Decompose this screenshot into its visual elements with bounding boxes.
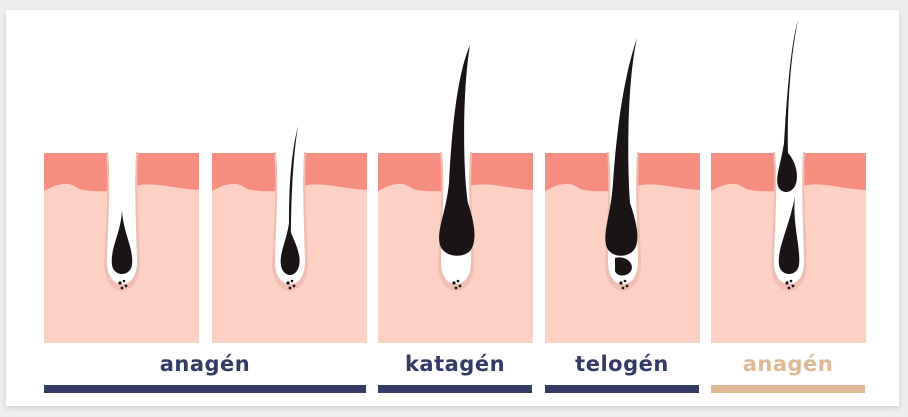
phase-label-katagen: katagén (404, 352, 506, 376)
new-hair (778, 196, 800, 274)
phase-label-anagen-next: anagén (742, 352, 834, 376)
panel-katagen (378, 45, 533, 343)
hair-bulb (111, 210, 133, 274)
phase-bar-telogen (545, 385, 699, 393)
shed-hair (777, 20, 798, 192)
phase-bar-anagen-next (711, 385, 865, 393)
panel-anagen-early (44, 152, 199, 343)
phase-bar-anagen (44, 385, 366, 393)
phase-bar-katagen (378, 385, 532, 393)
hair-shaft (439, 45, 475, 256)
panel-telogen (545, 38, 700, 343)
panel-anagen-new (711, 20, 866, 343)
phase-label-telogen: telogén (575, 352, 669, 376)
hair-shaft (280, 126, 300, 275)
panel-anagen-growing (212, 126, 367, 343)
phase-label-anagen: anagén (159, 352, 251, 376)
hair-shaft (605, 38, 638, 256)
new-hair-bulb (615, 257, 632, 276)
